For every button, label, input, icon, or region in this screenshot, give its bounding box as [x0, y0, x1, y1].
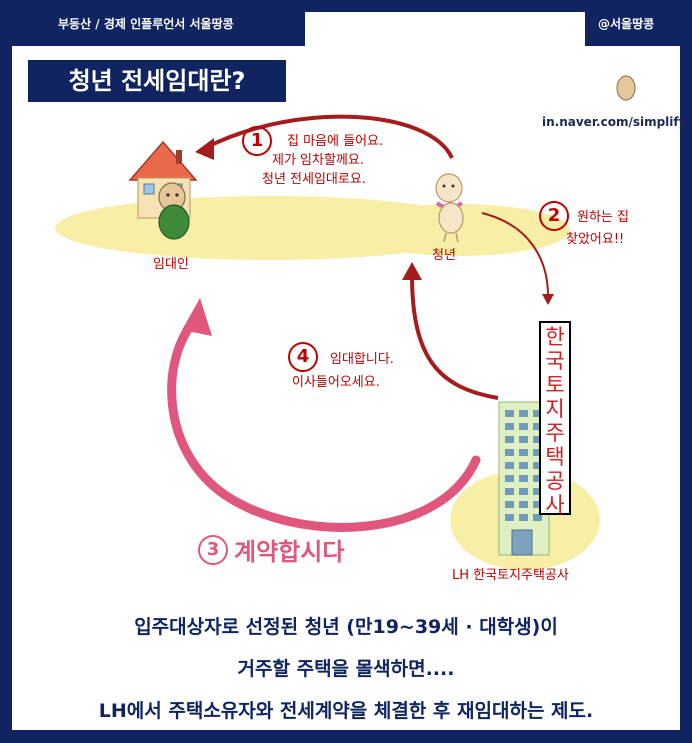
- building-window: [505, 501, 514, 508]
- building-window: [533, 462, 542, 469]
- page-title: 청년 전세임대란?: [28, 60, 286, 102]
- arrow-step2: [481, 212, 549, 297]
- building-window: [533, 410, 542, 417]
- lh-full-label: LH 한국토지주택공사: [452, 568, 569, 583]
- building-window: [519, 475, 528, 482]
- bottom-line-1: 입주대상자로 선정된 청년 (만19~39세 · 대학생)이: [134, 616, 558, 638]
- step1-line1: 집 마음에 들어요.: [287, 134, 384, 149]
- step3-text: 계약합시다: [234, 538, 345, 566]
- arrow-step3: [167, 315, 481, 532]
- step2-number: 2: [539, 201, 569, 231]
- building-window: [533, 436, 542, 443]
- building-windows: [505, 410, 542, 521]
- building-window: [505, 462, 514, 469]
- building-window: [519, 410, 528, 417]
- step4-line1: 임대합니다.: [330, 352, 394, 367]
- step4-number: 4: [288, 342, 318, 372]
- step1-number: 1: [242, 126, 272, 156]
- step2-line2: 찾았어요!!: [566, 232, 625, 247]
- building-window: [519, 436, 528, 443]
- youth-wash: [350, 204, 570, 256]
- youth-character-icon: [435, 173, 464, 243]
- peanut-logo-icon: [616, 75, 636, 101]
- building-window: [533, 449, 542, 456]
- step2-line1: 원하는 집: [577, 210, 629, 225]
- building-window: [533, 488, 542, 495]
- building-window: [505, 410, 514, 417]
- building-window: [519, 423, 528, 430]
- building-window: [505, 475, 514, 482]
- step1-line2: 제가 임차할께요.: [272, 153, 364, 168]
- step4-line2: 이사들어오세요.: [292, 375, 380, 390]
- building-window: [505, 449, 514, 456]
- building-window: [519, 449, 528, 456]
- building-window: [533, 475, 542, 482]
- building-window: [505, 436, 514, 443]
- lh-vertical-label: 한국토지주택공사: [539, 321, 571, 517]
- building-window: [505, 423, 514, 430]
- seoul-peanut-logo: [612, 64, 668, 112]
- building-window: [519, 488, 528, 495]
- building-window: [519, 514, 528, 521]
- arrow-step3-head: [182, 298, 212, 336]
- header-bar: 부동산 / 경제 인플루언서 서울땅콩 @서울땅콩: [0, 0, 692, 46]
- bottom-line-3: LH에서 주택소유자와 전세계약을 체결한 후 재임대하는 제도.: [98, 700, 594, 722]
- header-left-text: 부동산 / 경제 인플루언서 서울땅콩: [58, 17, 234, 31]
- landlord-character-icon: [158, 182, 190, 240]
- blog-url: in.naver.com/simplify: [542, 115, 687, 129]
- youth-label: 청년: [432, 248, 456, 263]
- header-handle: @서울땅콩: [598, 17, 655, 31]
- arrow-step2-head: [542, 294, 554, 305]
- building-window: [505, 514, 514, 521]
- building-window: [533, 501, 542, 508]
- arrow-step4-head: [402, 262, 422, 280]
- building-window: [505, 488, 514, 495]
- bottom-line-2: 거주할 주택을 몰색하면....: [237, 658, 455, 680]
- building-window: [533, 514, 542, 521]
- step3-number: 3: [198, 534, 228, 565]
- building-window: [519, 462, 528, 469]
- building-window: [533, 423, 542, 430]
- arrow-step4: [410, 274, 499, 400]
- lh-vertical-text: 한국토지주택공사: [545, 325, 565, 517]
- arrow-step1-head: [195, 138, 214, 160]
- step1-line3: 청년 전세임대로요.: [262, 172, 366, 187]
- landlord-label: 임대인: [153, 257, 189, 272]
- building-window: [519, 501, 528, 508]
- header-white-block: [305, 12, 585, 46]
